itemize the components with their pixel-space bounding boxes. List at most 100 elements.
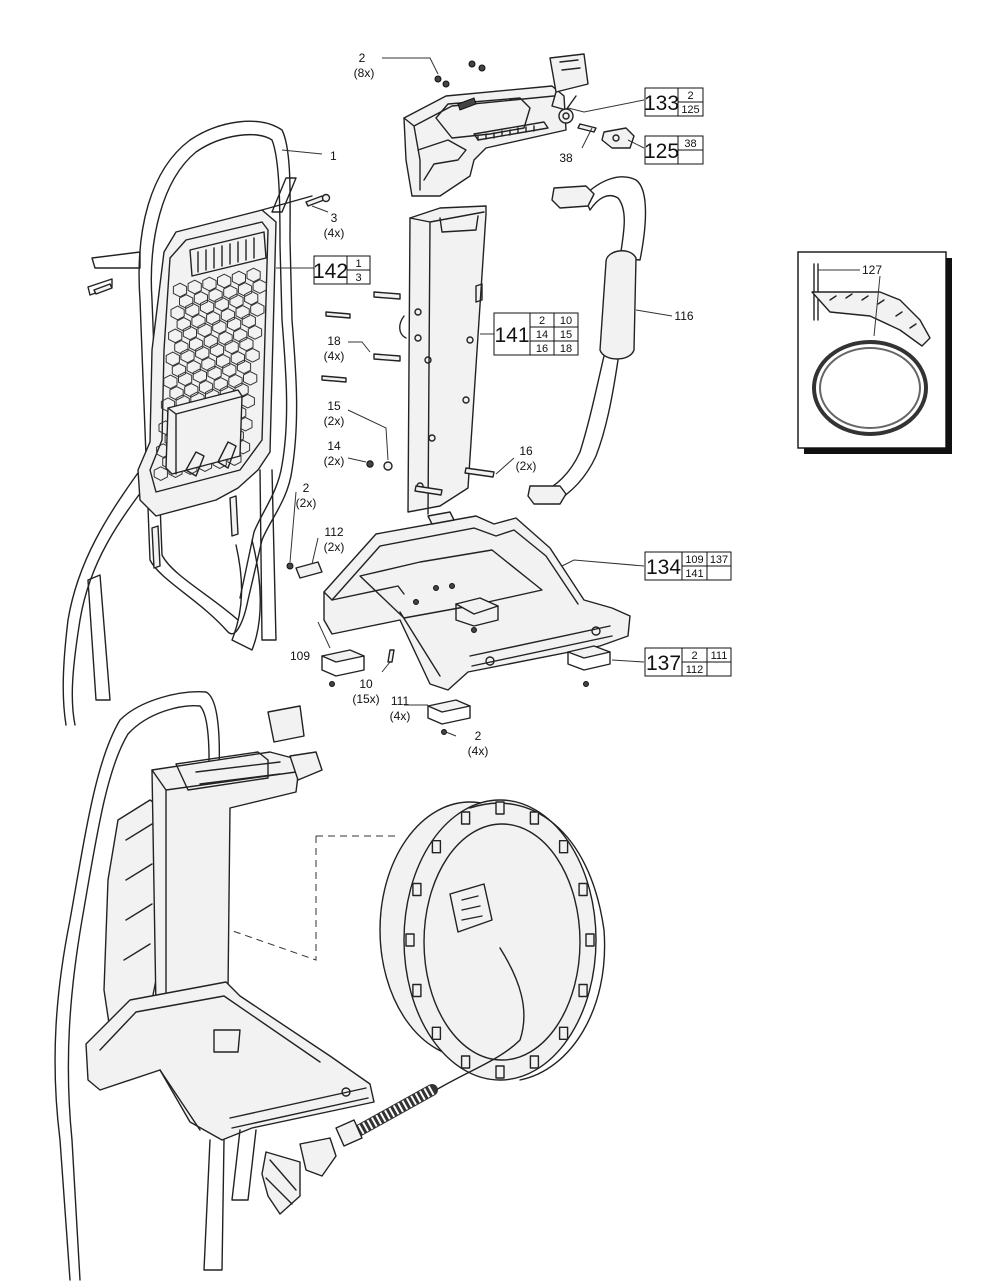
drum-rim-lug	[529, 811, 540, 825]
callout-38: 38	[559, 151, 573, 165]
honeycomb-cell	[163, 374, 178, 390]
kit-141-r2a: 14	[536, 329, 548, 341]
drum-rim-lug	[578, 882, 588, 897]
drum-rim-lug	[431, 840, 442, 854]
kit-141-r3b: 18	[560, 343, 572, 355]
honeycomb-cell	[223, 285, 238, 300]
honeycomb-cell	[179, 294, 194, 309]
callout-10-num: 10	[359, 677, 373, 691]
honeycomb-cell	[228, 373, 243, 389]
honeycomb-cell	[222, 362, 237, 378]
honeycomb-cell	[153, 466, 168, 481]
kit-134-r1a: 109	[685, 554, 703, 566]
honeycomb-cell	[197, 322, 212, 338]
drum-rim-lug	[412, 882, 422, 897]
honeycomb-cell	[203, 334, 218, 349]
kit-141-main: 141	[494, 324, 529, 347]
honeycomb-cell	[217, 273, 232, 289]
callout-2-4x-num: 2	[475, 729, 482, 743]
callout-18-num: 18	[327, 334, 341, 348]
honeycomb-cell	[237, 282, 253, 297]
callout-10-qty: (15x)	[352, 692, 379, 706]
honeycomb-cell	[189, 337, 204, 352]
kit-133-main: 133	[644, 92, 679, 115]
drum-rim-lug	[529, 1055, 540, 1069]
callout-2-4x-qty: (4x)	[468, 744, 489, 758]
honeycomb-cell	[247, 325, 263, 340]
honeycomb-cell	[218, 331, 233, 346]
callout-109: 109	[290, 649, 310, 663]
honeycomb-cell	[252, 279, 267, 294]
screw-3-art	[93, 193, 331, 295]
drum-rim-lug	[405, 933, 415, 947]
honeycomb-cell	[180, 348, 195, 364]
callout-14-num: 14	[327, 439, 341, 453]
honeycomb-cell	[239, 336, 254, 352]
honeycomb-cell	[165, 351, 180, 367]
callout-18-qty: (4x)	[324, 349, 345, 363]
callout-112-qty: (2x)	[324, 540, 345, 554]
honeycomb-cell	[208, 288, 223, 303]
kit-box-141: 141 2 10 14 15 16 18	[493, 312, 579, 356]
callout-111-qty: (4x)	[390, 709, 411, 723]
drum-rim-lug	[460, 811, 471, 825]
honeycomb-cell	[224, 339, 239, 355]
assembled-view-art	[54, 691, 606, 1281]
kit-box-142: 142 1 3	[313, 255, 371, 285]
kit-137-r1b: 111	[711, 650, 728, 662]
honeycomb-cell	[235, 305, 250, 320]
honeycomb-cell	[206, 311, 221, 326]
honeycomb-cell	[169, 385, 184, 401]
honeycomb-cell	[168, 328, 183, 344]
inset-cable-kit	[797, 251, 952, 454]
kit-142-b: 3	[355, 272, 361, 284]
honeycomb-cell	[244, 290, 259, 306]
drum-rim-lug	[558, 840, 569, 854]
honeycomb-cell	[233, 328, 248, 343]
honeycomb-cell	[201, 356, 216, 372]
callout-14-qty: (2x)	[324, 454, 345, 468]
kit-125-a: 38	[684, 138, 696, 150]
honeycomb-cell	[245, 347, 260, 363]
honeycomb-cell	[195, 345, 210, 361]
honeycomb-cell	[185, 302, 200, 318]
kit-141-r1a: 2	[539, 315, 545, 327]
honeycomb-cell	[220, 308, 236, 323]
kit-box-137: 137 2 111 112	[644, 647, 732, 677]
honeycomb-cell	[209, 342, 225, 358]
honeycomb-cell	[198, 379, 214, 395]
callout-labels: 1 2 (8x) 3 (4x) 18 (4x) 15 (2x) 14 (2x) …	[290, 51, 882, 758]
drum-rim-lug	[460, 1055, 471, 1069]
upright-post-art	[321, 205, 495, 515]
callout-127: 127	[862, 263, 882, 277]
drum-rim-lug	[585, 933, 595, 947]
honeycomb-cell	[178, 371, 193, 387]
kit-142-main: 142	[313, 260, 348, 283]
kit-137-main: 137	[646, 652, 681, 675]
leader-lines	[276, 57, 881, 737]
kit-box-125: 125 38	[644, 135, 704, 165]
kit-141-r2b: 15	[560, 329, 572, 341]
callout-3-num: 3	[331, 211, 338, 225]
kit-box-133: 133 2 125	[644, 87, 704, 117]
kit-134-r1b: 137	[710, 554, 728, 566]
frame-assembly-art	[62, 120, 313, 726]
honeycomb-cell	[236, 359, 252, 375]
callout-116: 116	[674, 309, 693, 323]
kit-137-r1a: 2	[691, 650, 697, 662]
callout-1: 1	[330, 149, 337, 163]
callout-16-qty: (2x)	[516, 459, 537, 473]
honeycomb-cell	[182, 325, 197, 341]
drum-rim-lug	[558, 1026, 569, 1041]
honeycomb-cell	[192, 368, 207, 384]
honeycomb-cell	[202, 276, 217, 292]
callout-16-num: 16	[519, 444, 533, 458]
honeycomb-cell	[250, 302, 265, 317]
base-art	[286, 511, 631, 735]
drum-rim-lug	[495, 801, 505, 815]
honeycomb-cell	[229, 293, 244, 309]
kit-137-r2a: 112	[686, 664, 704, 676]
honeycomb-cell	[246, 267, 261, 283]
honeycomb-cell	[241, 313, 256, 329]
